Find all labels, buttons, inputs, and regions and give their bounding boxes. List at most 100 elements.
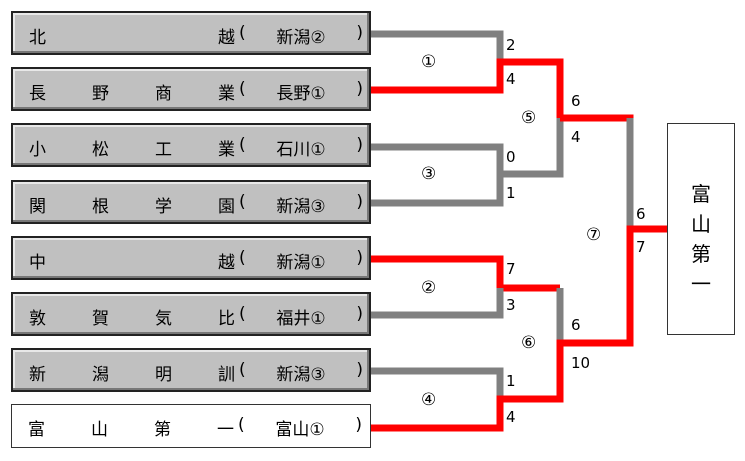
open-paren: (: [239, 192, 246, 212]
champion-name-char: 一: [691, 272, 711, 296]
team-name-char: 松: [92, 140, 109, 160]
team-box: 関 根 学 園(新潟③): [11, 180, 371, 224]
team-name-char: 富: [28, 420, 45, 440]
bracket-line-hokuetsu: [371, 30, 504, 62]
team-name: 新潟明訓: [29, 360, 235, 385]
score-label: 0: [506, 148, 516, 166]
match-number-label: ⑥: [521, 333, 537, 353]
score-label: 1: [506, 372, 516, 390]
team-prefecture: ( 長野①): [239, 79, 363, 104]
champion-name-char: 山: [691, 212, 711, 236]
team-name-char: 学: [155, 197, 172, 217]
team-prefecture: (新潟③): [239, 192, 363, 217]
prefecture-label: 新潟③: [276, 365, 326, 385]
team-prefecture: ( 石川①): [239, 135, 363, 160]
match-number-label: ⑤: [521, 108, 537, 128]
match-number-label: ④: [421, 390, 437, 410]
close-paren: ): [356, 135, 363, 155]
match-number-label: ③: [421, 164, 437, 184]
team-name: 中越: [29, 248, 235, 273]
bracket-line-meikun: [371, 367, 504, 399]
open-paren: (: [239, 304, 246, 324]
bracket-line-final-bottom: [626, 225, 667, 343]
close-paren: ): [356, 23, 363, 43]
team-name: 長野商業: [29, 79, 235, 104]
team-name-char: 小: [29, 140, 46, 160]
team-prefecture: ( 新潟③): [239, 360, 363, 385]
team-name-char: 一: [217, 420, 234, 440]
score-label: 6: [636, 205, 646, 223]
bracket-line-sekine: [371, 118, 564, 207]
team-box: 敦賀気比(福井①): [11, 292, 371, 336]
team-name-char: 比: [218, 309, 235, 329]
prefecture-label: 福井①: [276, 309, 326, 329]
champion-name: 富山第一: [691, 124, 711, 299]
team-prefecture: ( 福井①): [239, 304, 363, 329]
bracket-line-naganoshogyo: [371, 58, 564, 118]
team-name-char: 園: [218, 197, 235, 217]
champion-name-char: 富: [691, 182, 711, 206]
team-name-char: 中: [29, 253, 46, 273]
bracket-line-komatsu: [371, 143, 504, 174]
score-label: 7: [506, 260, 516, 278]
team-box: 小 松 工 業( 石川①): [11, 123, 371, 167]
team-name-char: 越: [218, 253, 235, 273]
team-name: 北越: [29, 23, 235, 48]
champion-box: 富山第一: [667, 123, 735, 335]
team-name-char: 山: [91, 420, 108, 440]
score-label: 4: [571, 128, 581, 146]
open-paren: (: [238, 415, 245, 435]
close-paren: ): [356, 248, 363, 268]
bracket-line-chuetsu: [371, 255, 560, 292]
open-paren: (: [239, 360, 246, 380]
open-paren: (: [239, 248, 246, 268]
match-number-label: ⑦: [586, 225, 602, 245]
open-paren: (: [239, 79, 246, 99]
team-prefecture: ( 新潟①): [239, 248, 363, 273]
score-label: 4: [506, 408, 516, 426]
close-paren: ): [356, 360, 363, 380]
team-name-char: 越: [218, 28, 235, 48]
prefecture-label: 新潟②: [276, 28, 326, 48]
team-name-char: 根: [92, 197, 109, 217]
team-name: 敦賀気比: [29, 304, 235, 329]
prefecture-label: 新潟①: [276, 253, 326, 273]
score-label: 3: [506, 296, 516, 314]
prefecture-label: 富山①: [275, 420, 325, 440]
prefecture-label: 長野①: [276, 84, 326, 104]
score-label: 2: [506, 36, 516, 54]
prefecture-label: 石川①: [276, 140, 326, 160]
team-name-char: 潟: [92, 365, 109, 385]
match-number-label: ①: [421, 52, 437, 72]
open-paren: (: [239, 135, 246, 155]
score-label: 6: [571, 92, 581, 110]
team-name: 富山第一: [28, 415, 234, 440]
team-name-char: 関: [29, 197, 46, 217]
close-paren: ): [356, 304, 363, 324]
score-label: 10: [571, 354, 591, 372]
match-number-label: ②: [421, 278, 437, 298]
team-name-char: 工: [155, 140, 172, 160]
team-box: 中越(新潟①): [11, 236, 371, 280]
team-name-char: 野: [92, 84, 109, 104]
team-name-char: 北: [29, 28, 46, 48]
team-name-char: 気: [155, 309, 172, 329]
team-name-char: 長: [29, 84, 46, 104]
team-name-char: 業: [218, 140, 235, 160]
team-box: 富山第一(富山①): [11, 404, 371, 448]
score-label: 7: [636, 238, 646, 256]
team-box: 北越(新潟②): [11, 11, 371, 55]
open-paren: (: [239, 23, 246, 43]
team-box: 新潟明訓(新潟③): [11, 348, 371, 392]
team-name-char: 賀: [92, 309, 109, 329]
team-prefecture: ( 富山①): [238, 415, 362, 440]
score-label: 1: [506, 184, 516, 202]
team-prefecture: ( 新潟②): [239, 23, 363, 48]
team-name-char: 業: [218, 84, 235, 104]
team-name: 関根学園: [29, 192, 235, 217]
close-paren: ): [356, 79, 363, 99]
team-name-char: 新: [29, 365, 46, 385]
close-paren: ): [356, 192, 363, 212]
close-paren: ): [355, 415, 362, 435]
